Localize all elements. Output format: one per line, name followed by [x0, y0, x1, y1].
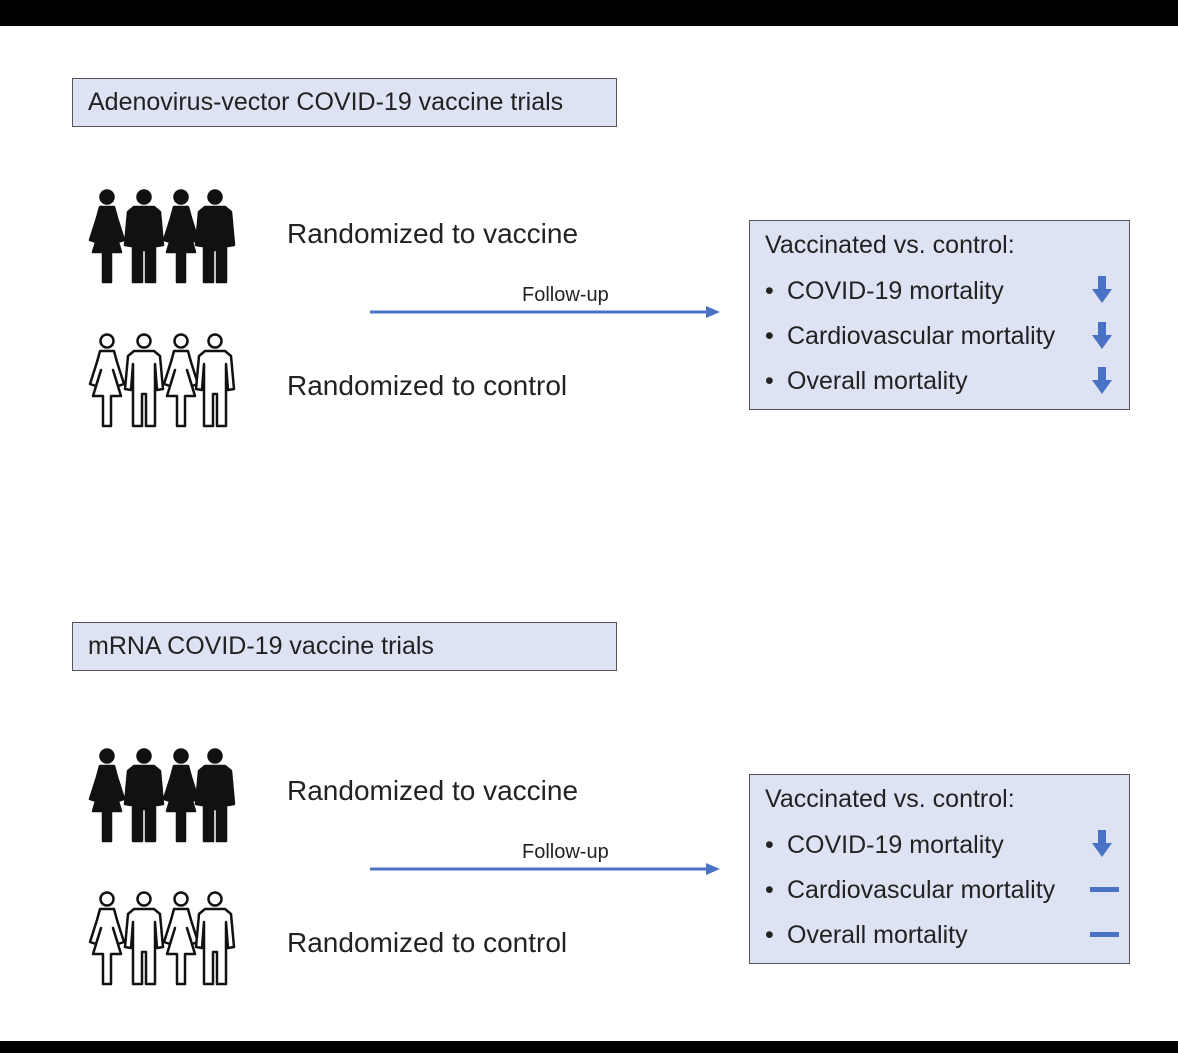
- panel-title: Adenovirus-vector COVID-19 vaccine trial…: [72, 78, 617, 127]
- results-heading: Vaccinated vs. control:: [765, 231, 1015, 259]
- down-arrow-icon: [1090, 321, 1114, 351]
- dash-icon: [1090, 875, 1119, 905]
- followup-label: Follow-up: [522, 284, 609, 306]
- result-label: COVID-19 mortality: [787, 831, 1004, 859]
- bullet: •: [765, 921, 774, 949]
- result-item: • Overall mortality: [765, 921, 968, 950]
- bottom-black-bar: [0, 1041, 1178, 1053]
- result-item: • COVID-19 mortality: [765, 277, 1004, 306]
- control-group-label: Randomized to control: [287, 370, 568, 401]
- bullet: •: [765, 876, 774, 904]
- mrna-panel: mRNA COVID-19 vaccine trials Randomized …: [0, 622, 1178, 986]
- top-black-bar: [0, 0, 1178, 26]
- result-item: • Overall mortality: [765, 367, 968, 396]
- results-box: Vaccinated vs. control: • COVID-19 mortal…: [749, 774, 1130, 964]
- followup-label: Follow-up: [522, 841, 609, 863]
- vaccine-group-label: Randomized to vaccine: [287, 775, 579, 806]
- result-label: COVID-19 mortality: [787, 277, 1004, 305]
- result-label: Cardiovascular mortality: [787, 876, 1056, 904]
- adenovirus-panel: Adenovirus-vector COVID-19 vaccine trial…: [0, 78, 1178, 428]
- control-group-people-icon: [86, 332, 236, 435]
- vaccine-group-people-icon: [86, 747, 236, 850]
- control-group-label: Randomized to control: [287, 927, 568, 958]
- followup-arrow-icon: [370, 863, 720, 875]
- panel-title: mRNA COVID-19 vaccine trials: [72, 622, 617, 671]
- control-group-people-icon: [86, 890, 236, 993]
- result-item: • Cardiovascular mortality: [765, 876, 1055, 905]
- result-label: Cardiovascular mortality: [787, 322, 1056, 350]
- result-label: Overall mortality: [787, 367, 968, 395]
- bullet: •: [765, 322, 774, 350]
- dash-icon: [1090, 920, 1119, 950]
- results-box: Vaccinated vs. control: • COVID-19 mortal…: [749, 220, 1130, 410]
- result-item: • Cardiovascular mortality: [765, 322, 1055, 351]
- bullet: •: [765, 831, 774, 859]
- vaccine-group-label: Randomized to vaccine: [287, 218, 579, 249]
- results-heading: Vaccinated vs. control:: [765, 785, 1015, 813]
- result-label: Overall mortality: [787, 921, 968, 949]
- down-arrow-icon: [1090, 275, 1114, 305]
- bullet: •: [765, 277, 774, 305]
- down-arrow-icon: [1090, 829, 1114, 859]
- result-item: • COVID-19 mortality: [765, 831, 1004, 860]
- followup-arrow-icon: [370, 306, 720, 318]
- down-arrow-icon: [1090, 366, 1114, 396]
- bullet: •: [765, 367, 774, 395]
- vaccine-group-people-icon: [86, 188, 236, 291]
